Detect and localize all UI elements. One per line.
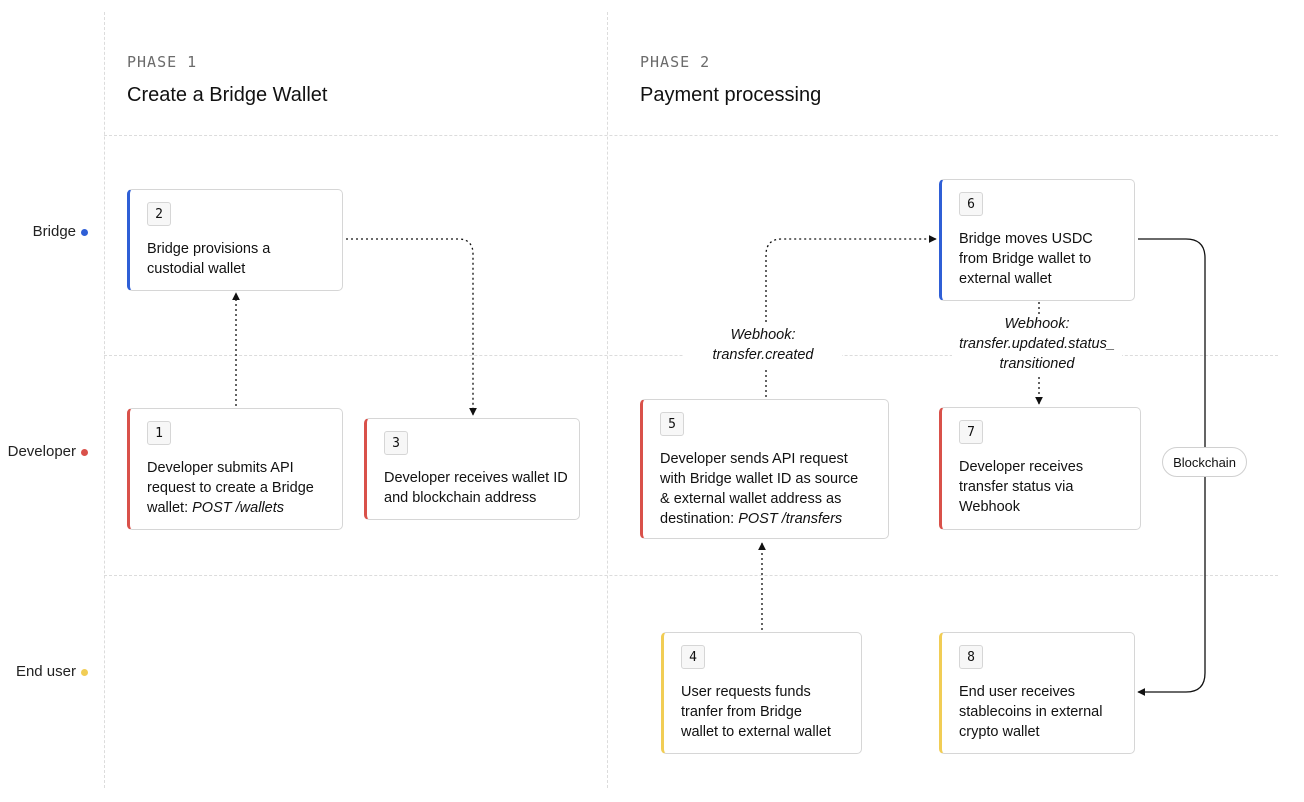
step-card-7: 7 Developer receives transfer status via… <box>939 407 1141 530</box>
step-description: User requests funds tranfer from Bridge … <box>681 684 831 740</box>
step-description: Developer submits API request to create … <box>147 460 314 516</box>
phase-2-divider <box>607 12 608 788</box>
step-card-1: 1 Developer submits API request to creat… <box>127 408 343 530</box>
step-description: Bridge provisions a custodial wallet <box>147 241 271 277</box>
annotation-line: Webhook: <box>1004 316 1070 332</box>
webhook-annotation-updated: Webhook: transfer.updated.status_ transi… <box>952 314 1122 374</box>
step-card-6: 6 Bridge moves USDC from Bridge wallet t… <box>939 179 1135 301</box>
lane-label-developer: Developer <box>0 443 88 463</box>
lane-dot-icon <box>81 229 88 236</box>
phase-1-label: PHASE 1 <box>127 53 198 71</box>
api-endpoint: POST /transfers <box>738 511 843 527</box>
header-divider <box>104 135 1278 136</box>
step-description: Bridge moves USDC from Bridge wallet to … <box>959 231 1093 287</box>
step-description: End user receives stablecoins in externa… <box>959 684 1103 740</box>
step-card-2: 2 Bridge provisions a custodial wallet <box>127 189 343 291</box>
step-card-4: 4 User requests funds tranfer from Bridg… <box>661 632 862 754</box>
step-number: 2 <box>147 202 171 226</box>
phase-1-divider <box>104 12 105 788</box>
step-card-8: 8 End user receives stablecoins in exter… <box>939 632 1135 754</box>
step-number: 6 <box>959 192 983 216</box>
annotation-line: transitioned <box>999 356 1075 372</box>
annotation-line: Webhook: <box>730 327 796 343</box>
arrow-step5-to-step6 <box>765 235 937 397</box>
api-endpoint: POST /wallets <box>192 500 284 516</box>
blockchain-label: Blockchain <box>1162 447 1247 477</box>
lane-name: Developer <box>7 443 76 460</box>
phase-2-label: PHASE 2 <box>640 53 711 71</box>
step-card-3: 3 Developer receives wallet ID and block… <box>364 418 580 520</box>
lane-name: Bridge <box>32 223 76 240</box>
lane-dot-icon <box>81 669 88 676</box>
phase-2-title: Payment processing <box>640 84 822 106</box>
lane-label-end-user: End user <box>0 663 88 683</box>
annotation-line: transfer.created <box>712 347 814 363</box>
lane-label-bridge: Bridge <box>0 223 88 243</box>
lane-name: End user <box>15 663 76 680</box>
step-description: Developer receives wallet ID and blockch… <box>384 470 568 506</box>
lane-dot-icon <box>81 449 88 456</box>
step-number: 7 <box>959 420 983 444</box>
step-number: 4 <box>681 645 705 669</box>
step-number: 5 <box>660 412 684 436</box>
phase-1-title: Create a Bridge Wallet <box>127 84 328 106</box>
arrow-step2-to-step3 <box>346 238 477 416</box>
annotation-line: transfer.updated.status_ <box>959 336 1115 352</box>
lane-divider-developer-enduser <box>104 575 1278 576</box>
step-card-5: 5 Developer sends API request with Bridg… <box>640 399 889 539</box>
step-description: Developer sends API request with Bridge … <box>660 451 859 527</box>
step-number: 1 <box>147 421 171 445</box>
step-description: Developer receives transfer status via W… <box>959 459 1084 515</box>
step-number: 3 <box>384 431 408 455</box>
step-number: 8 <box>959 645 983 669</box>
webhook-annotation-created: Webhook: transfer.created <box>684 325 842 367</box>
